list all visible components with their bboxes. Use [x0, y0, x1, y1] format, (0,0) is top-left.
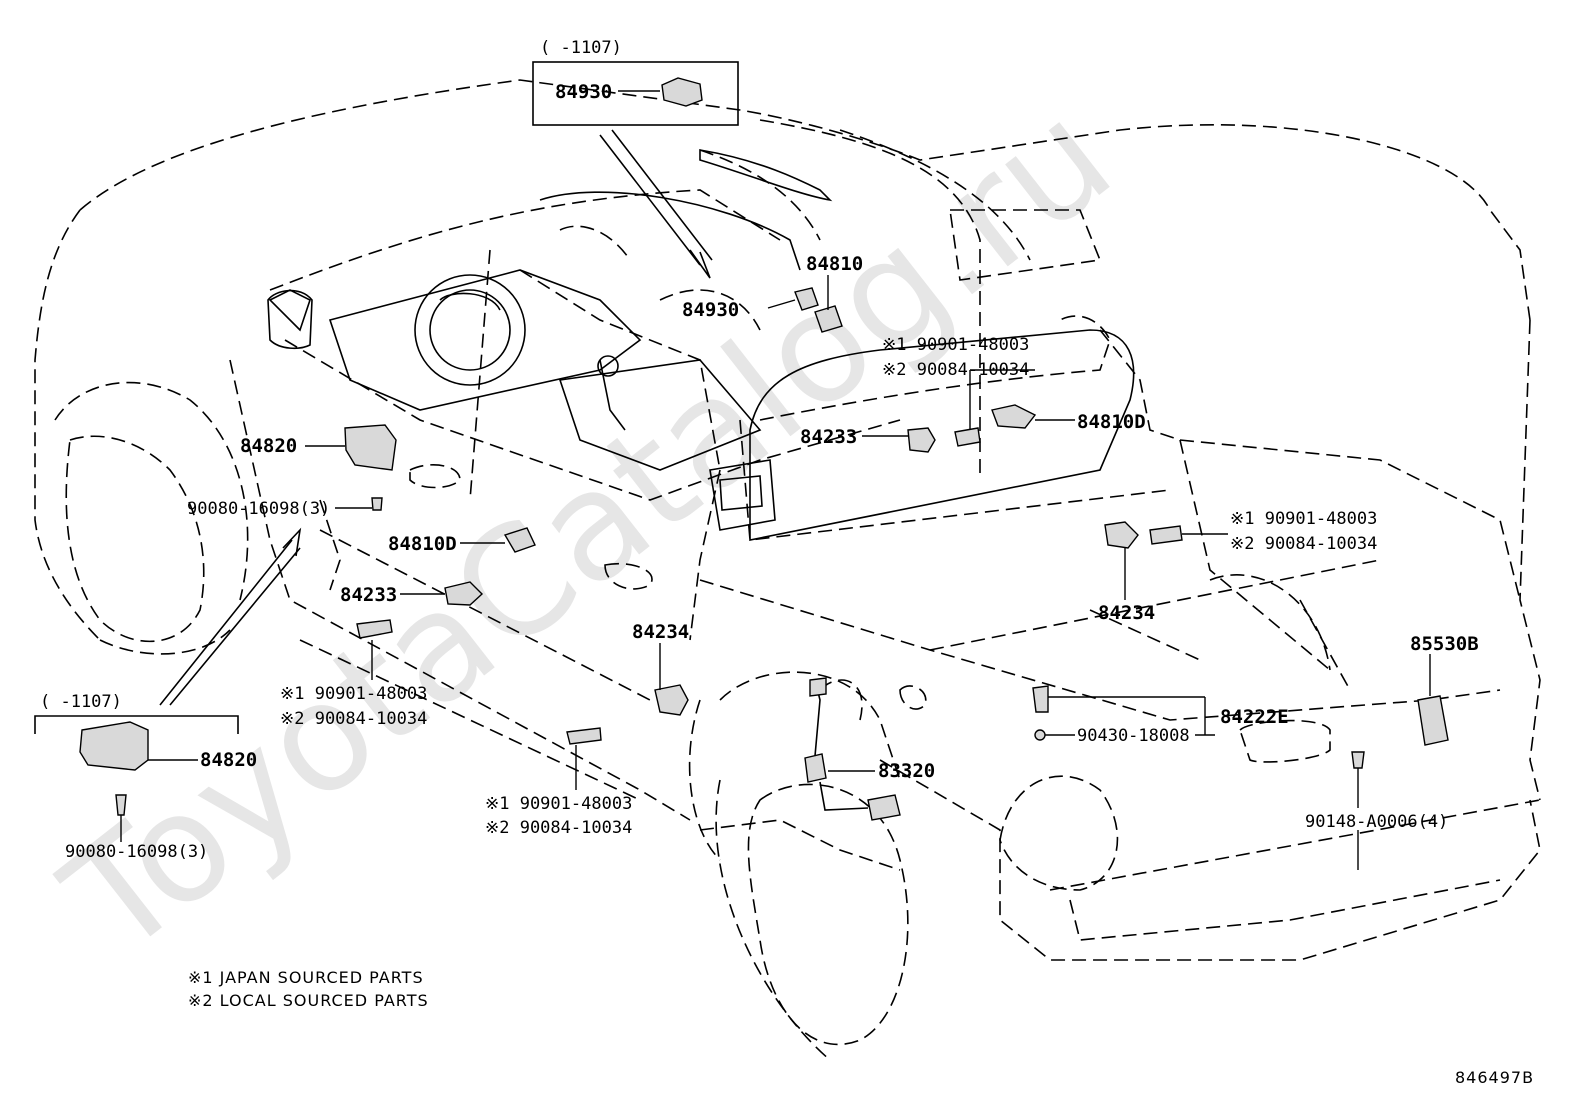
screw-84820 — [371, 497, 383, 511]
label-84234-right: 84234 — [1098, 602, 1155, 624]
switch-84234-right — [1104, 521, 1139, 549]
switch-84222e — [1032, 685, 1049, 713]
label-84810d-left: 84810D — [388, 533, 457, 555]
switch-84234-left — [654, 684, 689, 716]
label-85530b: 85530B — [1410, 633, 1479, 655]
switch-84810d-left — [503, 527, 536, 553]
inset-left-part: 84820 — [200, 749, 257, 771]
leader-lines — [305, 275, 1431, 870]
label-84233-left: 84233 — [340, 584, 397, 606]
note-2d: ※2 90084-10034 — [485, 818, 632, 838]
label-84930: 84930 — [682, 299, 739, 321]
label-84222e: 84222E — [1220, 706, 1289, 728]
diagram-code: 846497B — [1455, 1068, 1534, 1087]
note-2a: ※2 90084-10034 — [882, 360, 1029, 380]
screw-left-1 — [356, 619, 393, 639]
screw-left-2 — [566, 727, 602, 745]
inset-top: ( -1107) 84930 — [532, 38, 739, 279]
label-84810: 84810 — [806, 253, 863, 275]
label-84820: 84820 — [240, 435, 297, 457]
nut-90430 — [1034, 729, 1046, 741]
label-83320: 83320 — [878, 760, 935, 782]
switch-84820 — [344, 424, 397, 471]
part-labels: 84810 84930 ※1 90901-48003 ※2 90084-1003… — [187, 253, 1479, 838]
note-1b: ※1 90901-48003 — [1230, 509, 1377, 529]
note-1c: ※1 90901-48003 — [280, 684, 427, 704]
part-glyphs — [344, 287, 1449, 821]
connector-83320 — [867, 794, 901, 821]
label-84233-right: 84233 — [800, 426, 857, 448]
lamp-85530b — [1417, 695, 1449, 746]
interior-outline — [267, 149, 1135, 541]
note-1a: ※1 90901-48003 — [882, 335, 1029, 355]
inset-left-label: ( -1107) — [40, 692, 122, 712]
note-2b: ※2 90084-10034 — [1230, 534, 1377, 554]
connector-83320-top — [809, 677, 827, 697]
switch-84233-right — [907, 427, 936, 453]
switch-84930 — [794, 287, 819, 311]
label-90148: 90148-A0006(4) — [1305, 812, 1448, 832]
switch-84930-inset — [661, 77, 703, 107]
label-84810d-right: 84810D — [1077, 411, 1146, 433]
sensor-83320 — [804, 753, 827, 783]
screw-right-1 — [954, 427, 981, 447]
inset-top-part: 84930 — [555, 81, 612, 103]
screw-right-2 — [1149, 525, 1183, 545]
label-90080: 90080-16098(3) — [187, 499, 330, 519]
note-1d: ※1 90901-48003 — [485, 794, 632, 814]
switch-84820-inset — [79, 721, 149, 771]
vehicle-outline — [34, 79, 1541, 1061]
switch-84810d-right — [991, 404, 1037, 429]
note-2c: ※2 90084-10034 — [280, 709, 427, 729]
inset-top-label: ( -1107) — [540, 38, 622, 58]
legend: ※1 JAPAN SOURCED PARTS ※2 LOCAL SOURCED … — [188, 968, 429, 1010]
inset-left: ( -1107) 84820 90080-16098(3) — [34, 527, 302, 862]
inset-left-screw: 90080-16098(3) — [65, 842, 208, 862]
label-84234-left: 84234 — [632, 621, 689, 643]
screw-inset — [115, 794, 127, 816]
legend-line-2: ※2 LOCAL SOURCED PARTS — [188, 991, 429, 1010]
label-90430: 90430-18008 — [1077, 726, 1190, 746]
legend-line-1: ※1 JAPAN SOURCED PARTS — [188, 968, 424, 987]
switch-84233-left — [444, 581, 484, 606]
screw-90148 — [1351, 751, 1365, 769]
